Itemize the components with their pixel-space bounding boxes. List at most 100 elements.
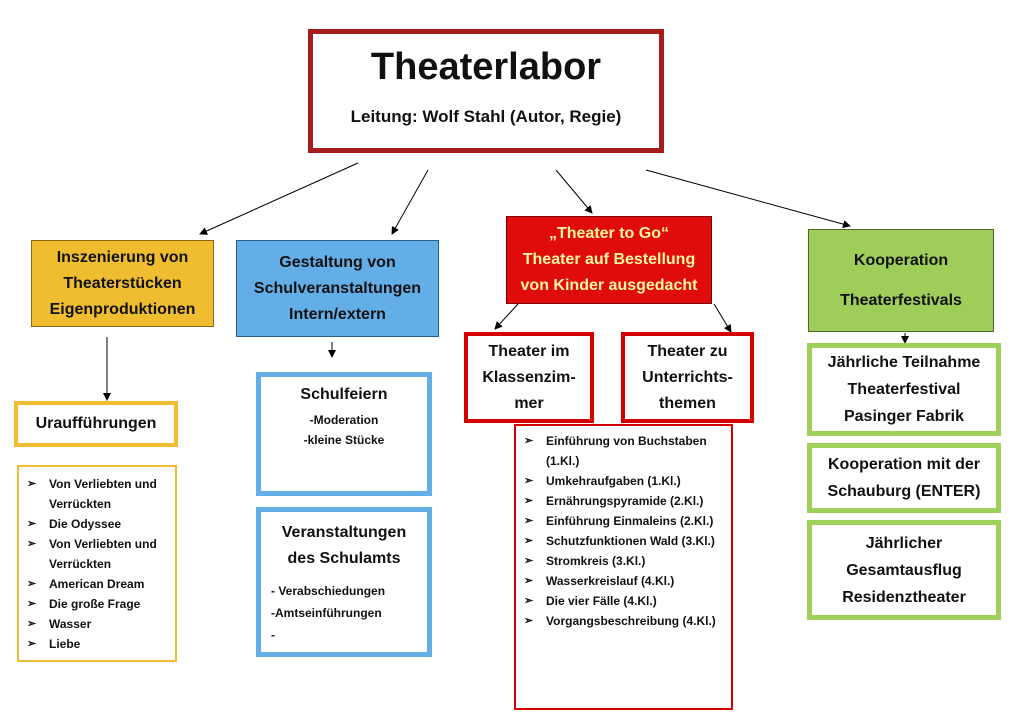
arrowhead-bullet-icon: ➢ xyxy=(27,638,37,650)
klassenzimmer-box: Theater im Klassenzim- mer xyxy=(464,332,594,423)
category-line: Gestaltung von xyxy=(279,253,396,271)
list-item: ➢ Liebe xyxy=(19,634,175,654)
category-line: „Theater to Go“ xyxy=(548,225,669,242)
arrowhead-bullet-icon: ➢ xyxy=(27,518,37,530)
unterricht-list: ➢ Einführung von Buchstaben (1.Kl.) ➢ Umkeh… xyxy=(516,431,723,631)
list-item: ➢ Die vier Fälle (4.Kl.) xyxy=(516,591,723,611)
green-box-residenztheater: Jährlicher Gesamtausflug Residenztheater xyxy=(807,520,1001,620)
arrowhead-bullet-icon: ➢ xyxy=(524,435,534,447)
list-item: ➢ Ernährungspyramide (2.Kl.) xyxy=(516,491,723,511)
unterricht-line: Unterrichts- xyxy=(642,368,733,386)
arrowhead-bullet-icon: ➢ xyxy=(524,555,534,567)
green-box-pasinger: Jährliche Teilnahme Theaterfestival Pasi… xyxy=(807,343,1001,436)
klassenzimmer-line: Klassenzim- xyxy=(482,368,576,386)
schulamt-box: Veranstaltungen des Schulamts - Verabsch… xyxy=(256,507,432,657)
schulamt-item: - Verabschiedungen xyxy=(271,584,386,598)
list-item: ➢ Einführung Einmaleins (2.Kl.) xyxy=(516,511,723,531)
unterricht-line: Theater zu xyxy=(647,342,728,360)
arrow-ttg-klassenzimmer xyxy=(494,303,519,330)
category-inszenierung: Inszenierung von Theaterstücken Eigenpro… xyxy=(31,240,214,327)
list-item: ➢ Einführung von Buchstaben (1.Kl.) xyxy=(516,431,723,471)
page-title: Theaterlabor xyxy=(370,46,602,88)
category-line: Eigenproduktionen xyxy=(49,300,196,318)
schulfeiern-box: Schulfeiern -Moderation -kleine Stücke xyxy=(256,372,432,496)
category-line: Kooperation xyxy=(853,251,949,269)
arrowhead-bullet-icon: ➢ xyxy=(524,535,534,547)
schulamt-label: Veranstaltungen xyxy=(281,524,407,541)
category-line: Inszenierung von xyxy=(56,248,189,266)
list-item: ➢ Wasser xyxy=(19,614,175,634)
list-item-text: Die Odyssee xyxy=(49,517,122,531)
arrowhead-bullet-icon: ➢ xyxy=(524,595,534,607)
category-kooperation: Kooperation Theaterfestivals xyxy=(808,229,994,332)
list-item: ➢ Die Odyssee xyxy=(19,514,175,534)
category-theater-to-go: „Theater to Go“ Theater auf Bestellung v… xyxy=(506,216,712,304)
arrowhead-bullet-icon: ➢ xyxy=(27,598,37,610)
list-item: ➢ Stromkreis (3.Kl.) xyxy=(516,551,723,571)
arrowhead-bullet-icon: ➢ xyxy=(524,575,534,587)
arrow-title-inszenierung xyxy=(199,162,359,235)
urauffuehrungen-label: Uraufführungen xyxy=(35,415,157,432)
list-item: ➢ Von Verliebten und Verrückten xyxy=(19,534,175,574)
green-box-line: Jährlicher xyxy=(865,534,943,552)
arrowhead-bullet-icon: ➢ xyxy=(27,478,37,490)
list-item-text: Wasserkreislauf (4.Kl.) xyxy=(546,574,675,588)
category-gestaltung: Gestaltung von Schulveranstaltungen Inte… xyxy=(236,240,439,337)
title-box: Theaterlabor Leitung: Wolf Stahl (Autor,… xyxy=(308,29,664,153)
klassenzimmer-line: Theater im xyxy=(488,342,570,360)
unterricht-line: themen xyxy=(659,394,716,412)
arrow-title-theater-to-go xyxy=(555,169,593,214)
schulfeiern-label: Schulfeiern xyxy=(300,386,388,403)
list-item-text: Ernährungspyramide (2.Kl.) xyxy=(546,494,704,508)
green-box-line: Schauburg (ENTER) xyxy=(827,483,981,500)
category-line: Schulveranstaltungen xyxy=(253,279,422,297)
list-item: ➢ Umkehraufgaben (1.Kl.) xyxy=(516,471,723,491)
green-box-line: Gesamtausflug xyxy=(846,561,962,579)
list-item: ➢Vorgangsbeschreibung (4.Kl.) xyxy=(516,611,723,631)
list-item-text: Die vier Fälle (4.Kl.) xyxy=(546,594,657,608)
arrowhead-bullet-icon: ➢ xyxy=(27,538,37,550)
list-item-text: Liebe xyxy=(49,637,81,651)
schulfeiern-item: -Moderation xyxy=(309,413,379,427)
list-item-text: Von Verliebten und Verrückten xyxy=(49,537,157,571)
category-line: Theaterstücken xyxy=(63,274,182,292)
list-item-text: Wasser xyxy=(49,617,92,631)
arrowhead-bullet-icon: ➢ xyxy=(27,578,37,590)
schulamt-item: -Amtseinführungen xyxy=(271,606,382,620)
page-subtitle: Leitung: Wolf Stahl (Autor, Regie) xyxy=(350,107,622,126)
arrowhead-bullet-icon: ➢ xyxy=(524,495,534,507)
category-line: von Kinder ausgedacht xyxy=(520,277,698,294)
urauffuehrungen-list: ➢ Von Verliebten und Verrückten ➢ Die Odyss… xyxy=(19,474,175,654)
arrowhead-bullet-icon: ➢ xyxy=(524,515,534,527)
green-box-line: Theaterfestival xyxy=(847,381,961,398)
green-box-line: Residenztheater xyxy=(842,588,966,606)
list-item-text: Stromkreis (3.Kl.) xyxy=(546,554,646,568)
schulamt-label: des Schulamts xyxy=(287,550,401,567)
list-item-text: American Dream xyxy=(49,577,145,591)
schulamt-item: - xyxy=(271,628,275,642)
urauffuehrungen-box: Uraufführungen xyxy=(14,401,178,447)
list-item: ➢ Die große Frage xyxy=(19,594,175,614)
arrow-ttg-unterricht xyxy=(713,303,732,333)
green-box-line: Pasinger Fabrik xyxy=(843,408,965,425)
list-item: ➢ American Dream xyxy=(19,574,175,594)
unterricht-list-box: ➢ Einführung von Buchstaben (1.Kl.) ➢ Umkeh… xyxy=(514,424,733,710)
category-line: Theater auf Bestellung xyxy=(522,251,696,268)
arrowhead-bullet-icon: ➢ xyxy=(524,475,534,487)
arrowhead-bullet-icon: ➢ xyxy=(27,618,37,630)
green-box-line: Jährliche Teilnahme xyxy=(827,354,981,371)
list-item-text: Einführung von Buchstaben (1.Kl.) xyxy=(546,434,707,468)
list-item: ➢ Wasserkreislauf (4.Kl.) xyxy=(516,571,723,591)
list-item-text: Einführung Einmaleins (2.Kl.) xyxy=(546,514,714,528)
list-item-text: Umkehraufgaben (1.Kl.) xyxy=(546,474,681,488)
category-line: Theaterfestivals xyxy=(840,291,962,309)
list-item-text: Vorgangsbeschreibung (4.Kl.) xyxy=(546,614,716,628)
unterricht-box: Theater zu Unterrichts- themen xyxy=(621,332,754,423)
arrow-title-gestaltung xyxy=(391,169,429,235)
arrow-title-kooperation xyxy=(645,169,851,229)
list-item-text: Die große Frage xyxy=(49,597,141,611)
green-box-schauburg: Kooperation mit der Schauburg (ENTER) xyxy=(807,443,1001,513)
list-item-text: Schutzfunktionen Wald (3.Kl.) xyxy=(546,534,715,548)
list-item-text: Von Verliebten und Verrückten xyxy=(49,477,157,511)
